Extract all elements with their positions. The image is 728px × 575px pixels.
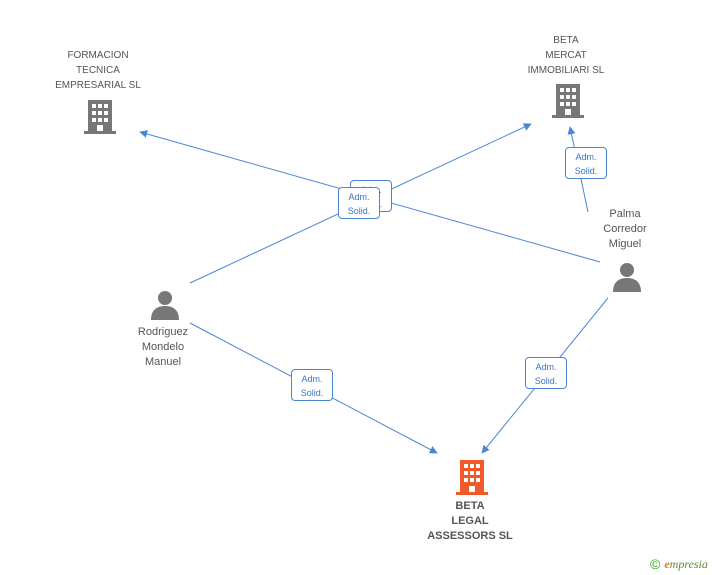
edge-label-badge[interactable]: Adm. Solid. [338, 187, 380, 219]
main-building-icon[interactable] [456, 460, 488, 500]
building-icon[interactable] [84, 100, 116, 139]
node-label-beta-mercat[interactable]: BETA MERCAT IMMOBILIARI SL [527, 35, 605, 76]
node-label-formacion[interactable]: FORMACION TECNICA EMPRESARIAL SL [55, 50, 141, 91]
edge-label-badge[interactable]: Adm. Solid. [565, 147, 607, 179]
node-label-rodriguez[interactable]: Rodriguez Mondelo Manuel [137, 326, 189, 368]
person-icon[interactable] [612, 262, 642, 297]
building-icon[interactable] [552, 84, 584, 123]
edge-label-badge[interactable]: Adm. Solid. [525, 357, 567, 389]
node-label-beta-legal[interactable]: BETA LEGAL ASSESSORS SL [427, 500, 513, 542]
person-icon[interactable] [150, 290, 180, 325]
footer-brand: © empresia [650, 555, 708, 573]
edge-label-badge[interactable]: Adm. Solid. [291, 369, 333, 401]
node-label-palma[interactable]: Palma Corredor Miguel [603, 208, 647, 250]
brand-logo[interactable]: empresia [664, 556, 708, 571]
copyright-icon: © [650, 556, 661, 572]
